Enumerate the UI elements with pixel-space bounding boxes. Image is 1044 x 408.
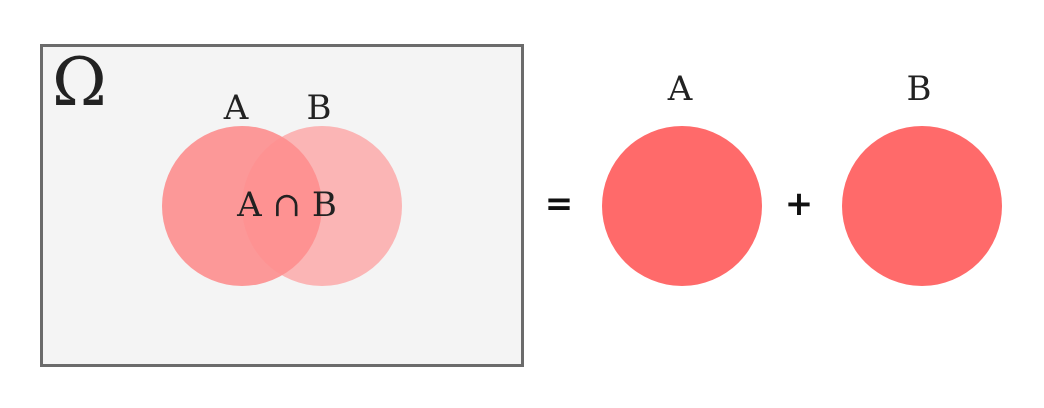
result-label-b: B — [907, 69, 932, 109]
intersection-label: A ∩ B — [236, 185, 337, 225]
venn-label-b: B — [307, 88, 332, 128]
venn-label-a: A — [223, 88, 249, 128]
equals-sign: = — [545, 184, 574, 224]
result-circle-b — [842, 126, 1002, 286]
result-label-a: A — [667, 69, 693, 109]
set-b-circle — [242, 126, 402, 286]
plus-sign: + — [785, 184, 814, 224]
universe-symbol: Ω — [52, 44, 107, 121]
result-circle-a — [602, 126, 762, 286]
